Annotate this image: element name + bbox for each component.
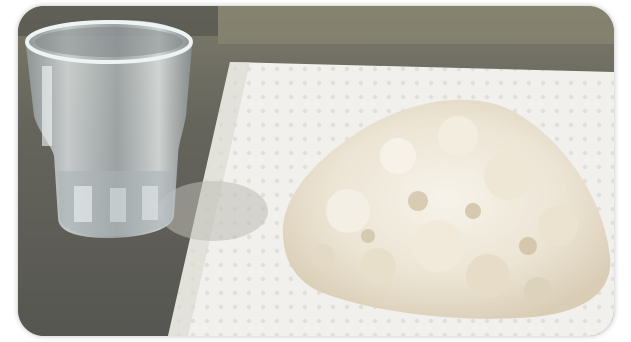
counter-highlight (218, 6, 614, 44)
powder-pile (282, 99, 611, 319)
glass-of-water (25, 20, 193, 238)
photo-canvas (18, 6, 614, 336)
photo-frame (18, 6, 614, 336)
glass-shadow (158, 181, 268, 241)
